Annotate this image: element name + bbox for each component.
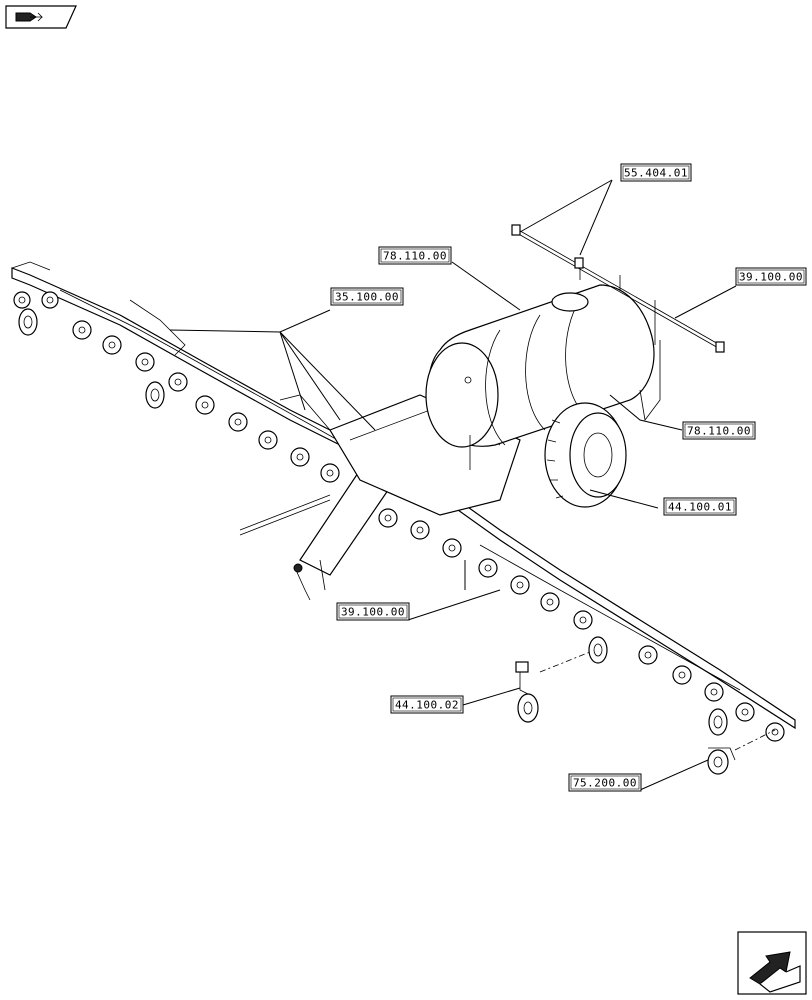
callout-55-404-01[interactable]: 55.404.01	[620, 163, 692, 182]
marker-bar	[511, 224, 725, 353]
gauge-wheels	[18, 308, 728, 736]
callout-label: 78.110.00	[383, 250, 447, 263]
exploded-gauge-wheel	[515, 651, 591, 723]
row-unit	[638, 645, 658, 665]
callout-39-100-00-top[interactable]: 39.100.00	[735, 267, 807, 286]
row-unit	[168, 372, 188, 392]
row-unit	[704, 682, 724, 702]
row-unit	[41, 291, 59, 309]
row-unit	[290, 447, 310, 467]
row-unit	[72, 320, 92, 340]
row-unit	[478, 558, 498, 578]
callout-label: 39.100.00	[739, 271, 803, 284]
callout-78-110-00-top[interactable]: 78.110.00	[378, 246, 452, 265]
row-unit	[135, 352, 155, 372]
next-page-arrow-icon[interactable]	[737, 931, 807, 995]
row-unit	[228, 412, 248, 432]
row-unit	[102, 335, 122, 355]
callout-label: 44.100.01	[668, 501, 732, 514]
callout-label: 78.110.00	[687, 425, 751, 438]
exploded-row-cleaner	[707, 729, 776, 775]
callout-44-100-01[interactable]: 44.100.01	[663, 497, 737, 516]
row-unit	[540, 592, 560, 612]
row-unit	[442, 538, 462, 558]
callout-label: 55.404.01	[624, 167, 688, 180]
row-unit	[672, 665, 692, 685]
row-unit	[378, 508, 398, 528]
callout-label: 39.100.00	[341, 606, 405, 619]
row-unit	[735, 702, 755, 722]
row-units	[13, 291, 785, 742]
row-unit	[258, 430, 278, 450]
callout-label: 44.100.02	[395, 699, 459, 712]
row-unit	[320, 463, 340, 483]
callout-44-100-02[interactable]: 44.100.02	[390, 695, 464, 714]
callout-label: 35.100.00	[335, 291, 399, 304]
book-navigation-icon[interactable]	[5, 5, 77, 29]
leader-lines	[169, 179, 737, 791]
row-unit	[510, 575, 530, 595]
row-unit	[573, 610, 593, 630]
main-tire	[544, 402, 627, 508]
row-unit	[765, 722, 785, 742]
row-unit	[410, 520, 430, 540]
callout-35-100-00[interactable]: 35.100.00	[330, 287, 404, 306]
callout-label: 75.200.00	[573, 777, 637, 790]
row-unit	[195, 395, 215, 415]
callout-75-200-00[interactable]: 75.200.00	[568, 773, 642, 792]
callout-39-100-00-bottom[interactable]: 39.100.00	[336, 602, 410, 621]
callout-78-110-00-right[interactable]: 78.110.00	[682, 421, 756, 440]
row-unit	[13, 291, 31, 309]
